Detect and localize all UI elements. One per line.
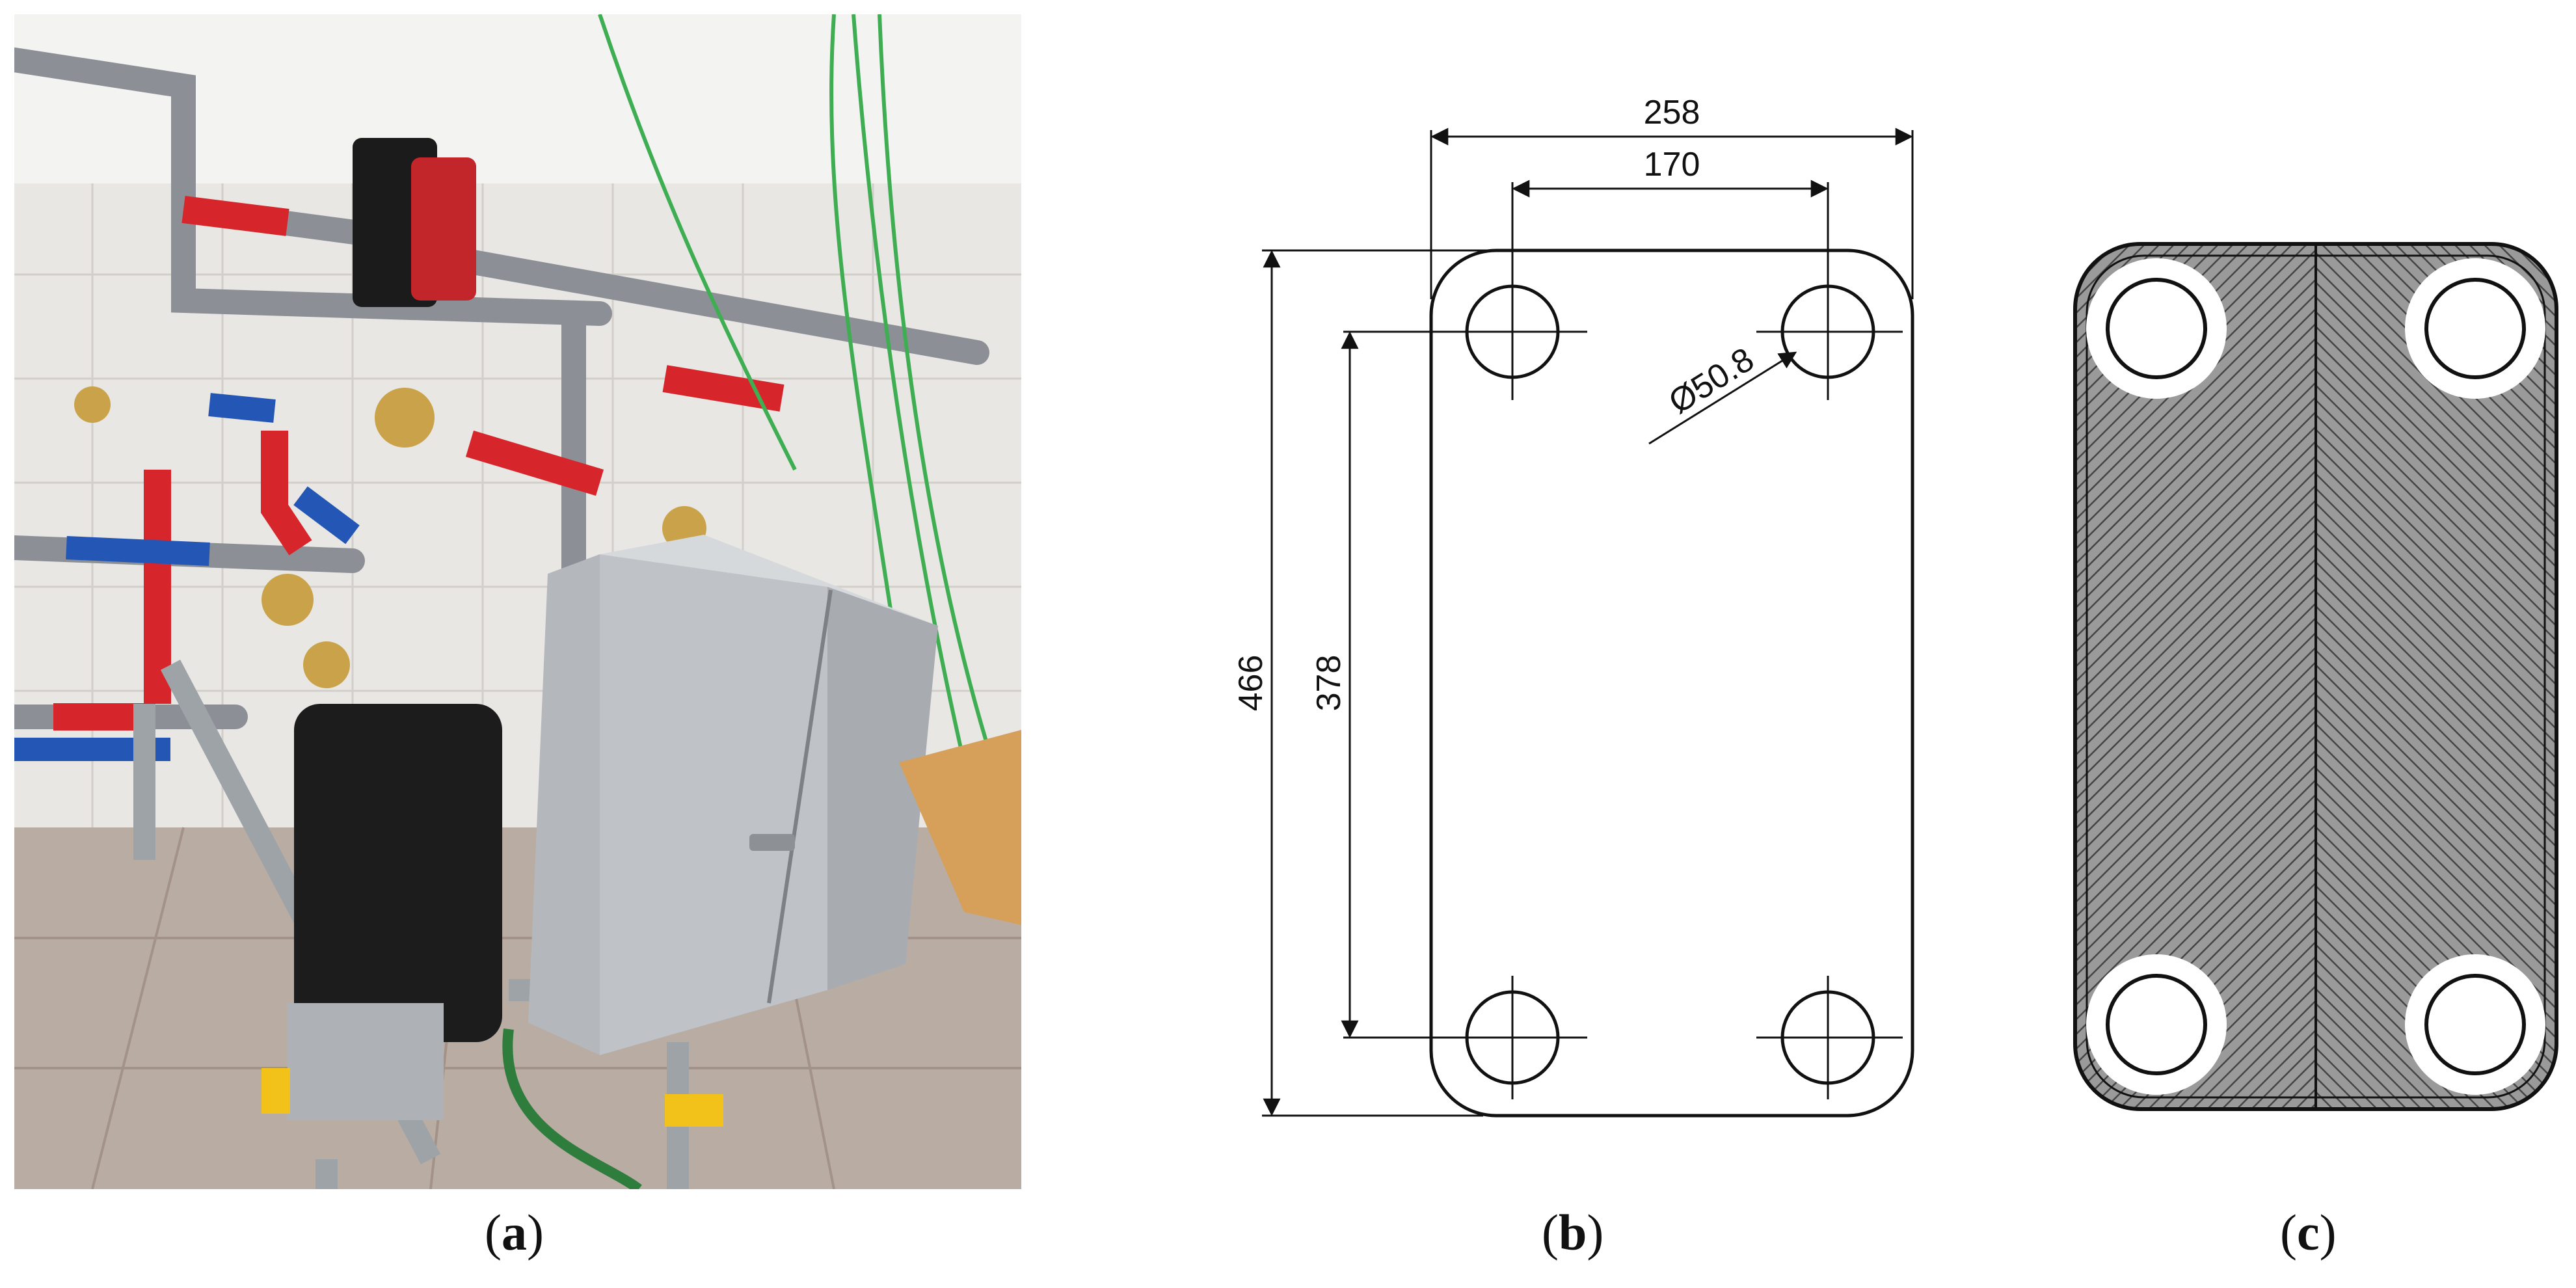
hatched-plate xyxy=(2075,244,2556,1109)
ports xyxy=(1465,284,1875,1085)
test-rig-illustration xyxy=(2,14,1021,1194)
dim-port-spacing-horizontal: 170 xyxy=(1644,146,1700,183)
dim-overall-width: 258 xyxy=(1644,94,1700,131)
caption-a-letter: a xyxy=(501,1204,527,1261)
hatch-right-half xyxy=(2316,244,2556,1109)
wooden-table xyxy=(899,730,1021,925)
green-cables xyxy=(598,14,1005,796)
box-seam xyxy=(767,589,833,1004)
extension-lines xyxy=(1262,130,1914,1117)
yellow-clamp xyxy=(262,1068,290,1114)
caption-c-letter: c xyxy=(2296,1204,2320,1261)
port-c-bottom-right xyxy=(2424,974,2526,1075)
caption-b: (b) xyxy=(1542,1204,1604,1261)
port-c-bottom-left xyxy=(2106,974,2207,1075)
dim-port-spacing-vertical: 378 xyxy=(1310,655,1348,712)
yellow-clamp-right xyxy=(665,1094,723,1127)
valve-actuator xyxy=(294,704,502,1042)
plate-pattern-svg xyxy=(2073,242,2558,1111)
dimension-lines xyxy=(1263,127,1913,1116)
dim-overall-height: 466 xyxy=(1232,655,1270,712)
port-c-top-right xyxy=(2424,278,2526,379)
actuator-bracket xyxy=(288,1003,444,1120)
port-c-top-left xyxy=(2106,278,2207,379)
insulation-box-front xyxy=(600,554,827,1055)
dim-leader-diameter xyxy=(1648,351,1797,445)
insulation-box-top xyxy=(600,535,938,626)
ports-c xyxy=(2086,258,2545,1095)
hatch-left-half xyxy=(2075,244,2316,1109)
pump-housing xyxy=(411,157,476,301)
brass-fittings xyxy=(74,386,706,688)
insulation-box-left xyxy=(528,554,600,1055)
caption-a: (a) xyxy=(485,1204,544,1261)
plate-outline xyxy=(1429,248,1914,1118)
dimension-drawing-svg: 258 170 466 378 Ø50.8 xyxy=(1232,94,1914,1118)
plate-edge xyxy=(2073,242,2558,1111)
caption-c: (c) xyxy=(2280,1204,2337,1261)
test-rig-photo xyxy=(2,14,1021,1194)
dim-port-diameter: Ø50.8 xyxy=(1663,340,1761,421)
plate-dimension-drawing: 258 170 466 378 Ø50.8 xyxy=(1223,85,1978,1203)
box-latch xyxy=(749,834,795,851)
green-hose xyxy=(502,1028,642,1194)
upper-wall xyxy=(14,14,1021,183)
red-pipes xyxy=(53,196,785,731)
caption-b-letter: b xyxy=(1558,1204,1587,1261)
plate-pattern-drawing xyxy=(2056,215,2576,1158)
insulation-box-side xyxy=(827,587,938,990)
